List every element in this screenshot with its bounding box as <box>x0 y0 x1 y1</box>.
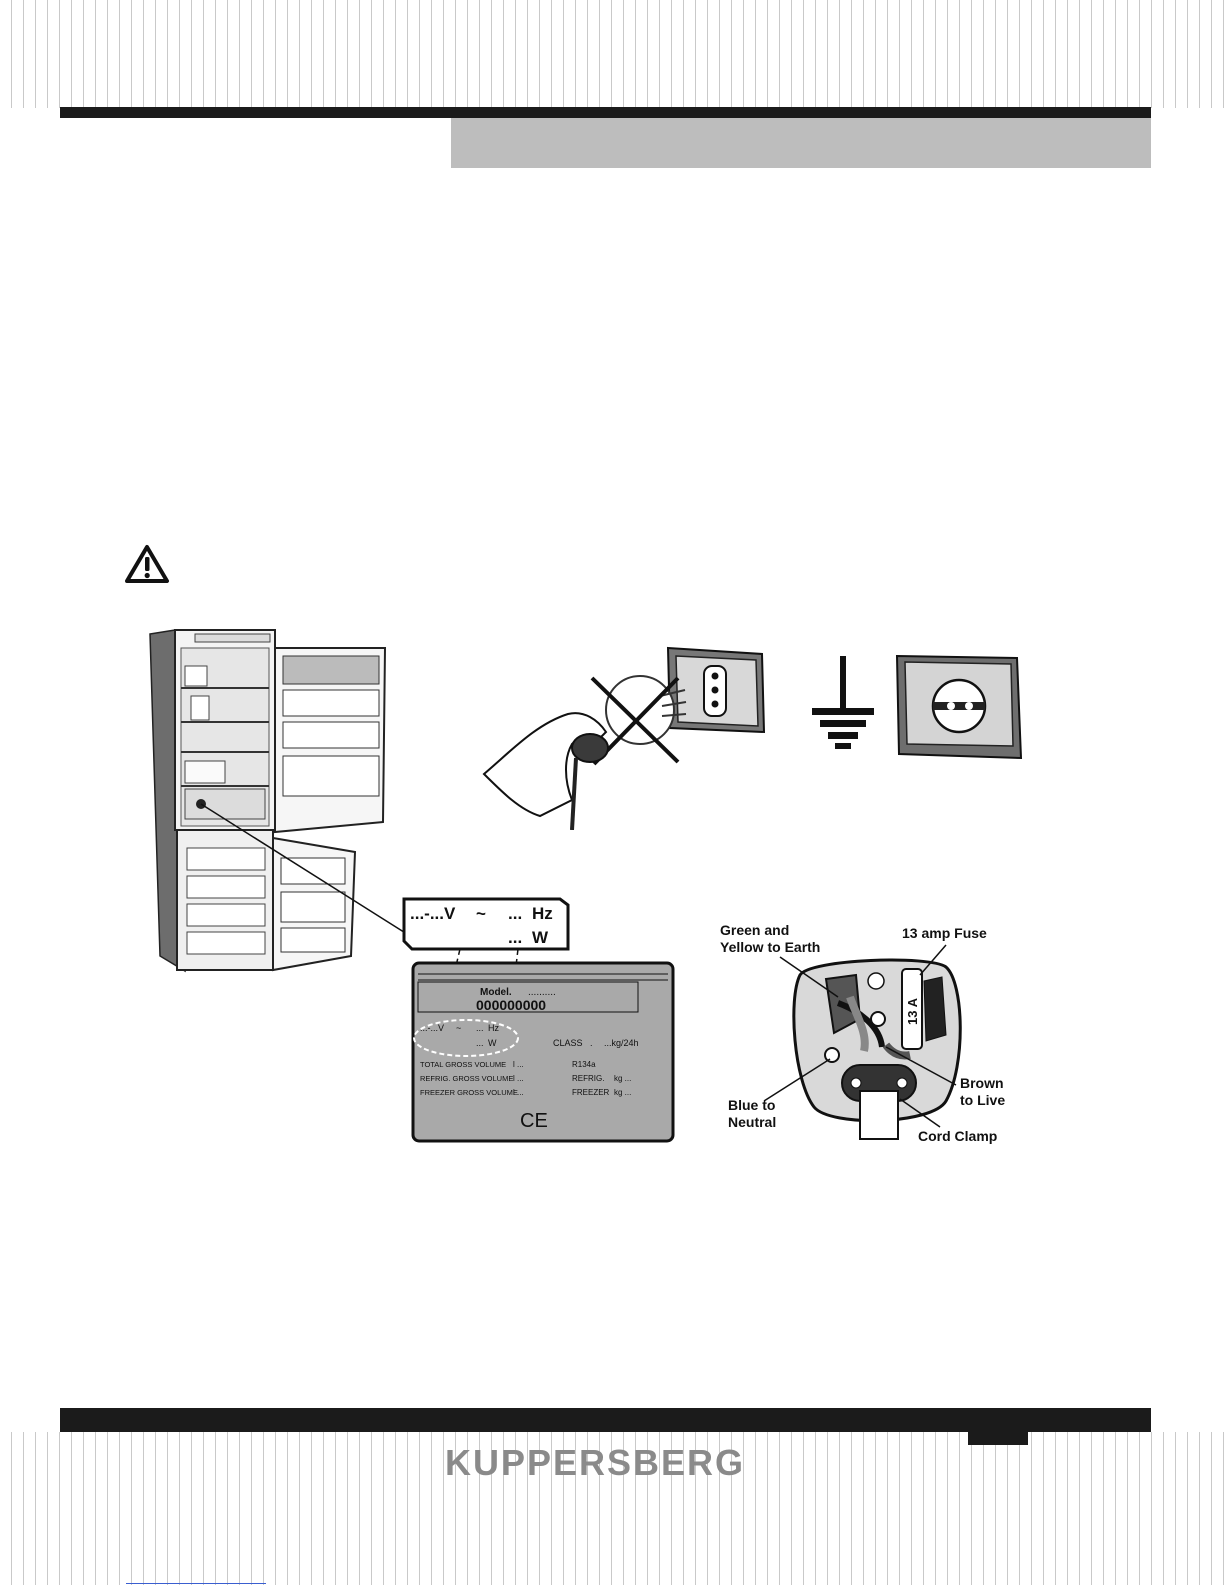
earthed-socket-illustration <box>893 650 1028 762</box>
fuse-text: 13 A <box>905 997 920 1025</box>
header-stripes <box>0 0 1225 108</box>
plate-kg2: kg ... <box>614 1088 631 1097</box>
brand-logo: KUPPERSBERG <box>444 1442 746 1483</box>
header-rule <box>60 107 1151 118</box>
plate-tilde: ~ <box>456 1023 461 1033</box>
footer-link[interactable] <box>126 1583 266 1584</box>
label-blue-1: Blue to <box>728 1097 775 1113</box>
header-title-band <box>451 118 1151 168</box>
plate-r134a: R134a <box>572 1060 596 1069</box>
rating-plate: Model. .......... 000000000 ...-...V ~ .… <box>410 960 676 1146</box>
plate-hz: Hz <box>488 1023 499 1033</box>
warning-triangle-icon <box>124 544 170 584</box>
callout-hz-dots: ... <box>508 904 522 923</box>
plate-volt: ...-...V <box>420 1023 444 1033</box>
plate-model-label: Model. <box>480 987 512 998</box>
plate-w-dots: ... <box>476 1038 484 1048</box>
plate-l1: l ... <box>513 1060 524 1069</box>
plug-wiring-diagram: 13 A Green and Yellow to Earth 13 amp Fu… <box>710 915 1040 1155</box>
plate-kg1: kg ... <box>614 1074 631 1083</box>
plate-class: CLASS <box>553 1038 583 1048</box>
plate-kg24h: ...kg/24h <box>604 1038 639 1048</box>
plate-hz-dots: ... <box>476 1023 484 1033</box>
label-brown-1: Brown <box>960 1075 1004 1091</box>
wrong-socket-illustration <box>480 640 775 830</box>
ce-mark-icon: CE <box>520 1110 548 1132</box>
voltage-callout: ...-...V ~ ... Hz ... W <box>400 895 570 951</box>
label-brown-2: to Live <box>960 1092 1005 1108</box>
label-cord-clamp: Cord Clamp <box>918 1128 997 1144</box>
label-green-yellow-2: Yellow to Earth <box>720 939 820 955</box>
label-green-yellow-1: Green and <box>720 922 789 938</box>
callout-hz: Hz <box>532 904 553 923</box>
refrigerator-illustration <box>145 626 395 986</box>
callout-w-dots: ... <box>508 928 522 947</box>
plate-freezer: FREEZER <box>572 1088 610 1097</box>
plate-model-dots: .......... <box>528 987 556 998</box>
label-fuse: 13 amp Fuse <box>902 925 987 941</box>
earth-ground-icon <box>808 654 878 754</box>
plate-refrig: REFRIG. <box>572 1074 604 1083</box>
plate-freezer-volume: FREEZER GROSS VOLUME <box>420 1088 518 1097</box>
plate-refrig-volume: REFRIG. GROSS VOLUME <box>420 1074 513 1083</box>
plate-class-dot: . <box>590 1038 593 1048</box>
callout-tilde: ~ <box>476 904 486 923</box>
footer-stripes <box>0 1432 1225 1585</box>
callout-volt: ...-...V <box>410 904 456 923</box>
plate-l3: l ... <box>513 1088 524 1097</box>
leader-line <box>200 803 408 935</box>
callout-w: W <box>532 928 549 947</box>
plate-model-number: 000000000 <box>476 997 546 1013</box>
footer-rule <box>60 1408 1151 1432</box>
plate-l2: l ... <box>513 1074 524 1083</box>
label-blue-2: Neutral <box>728 1114 776 1130</box>
page-number-tab <box>968 1432 1028 1445</box>
plate-total-volume: TOTAL GROSS VOLUME <box>420 1060 506 1069</box>
plate-w: W <box>488 1038 497 1048</box>
